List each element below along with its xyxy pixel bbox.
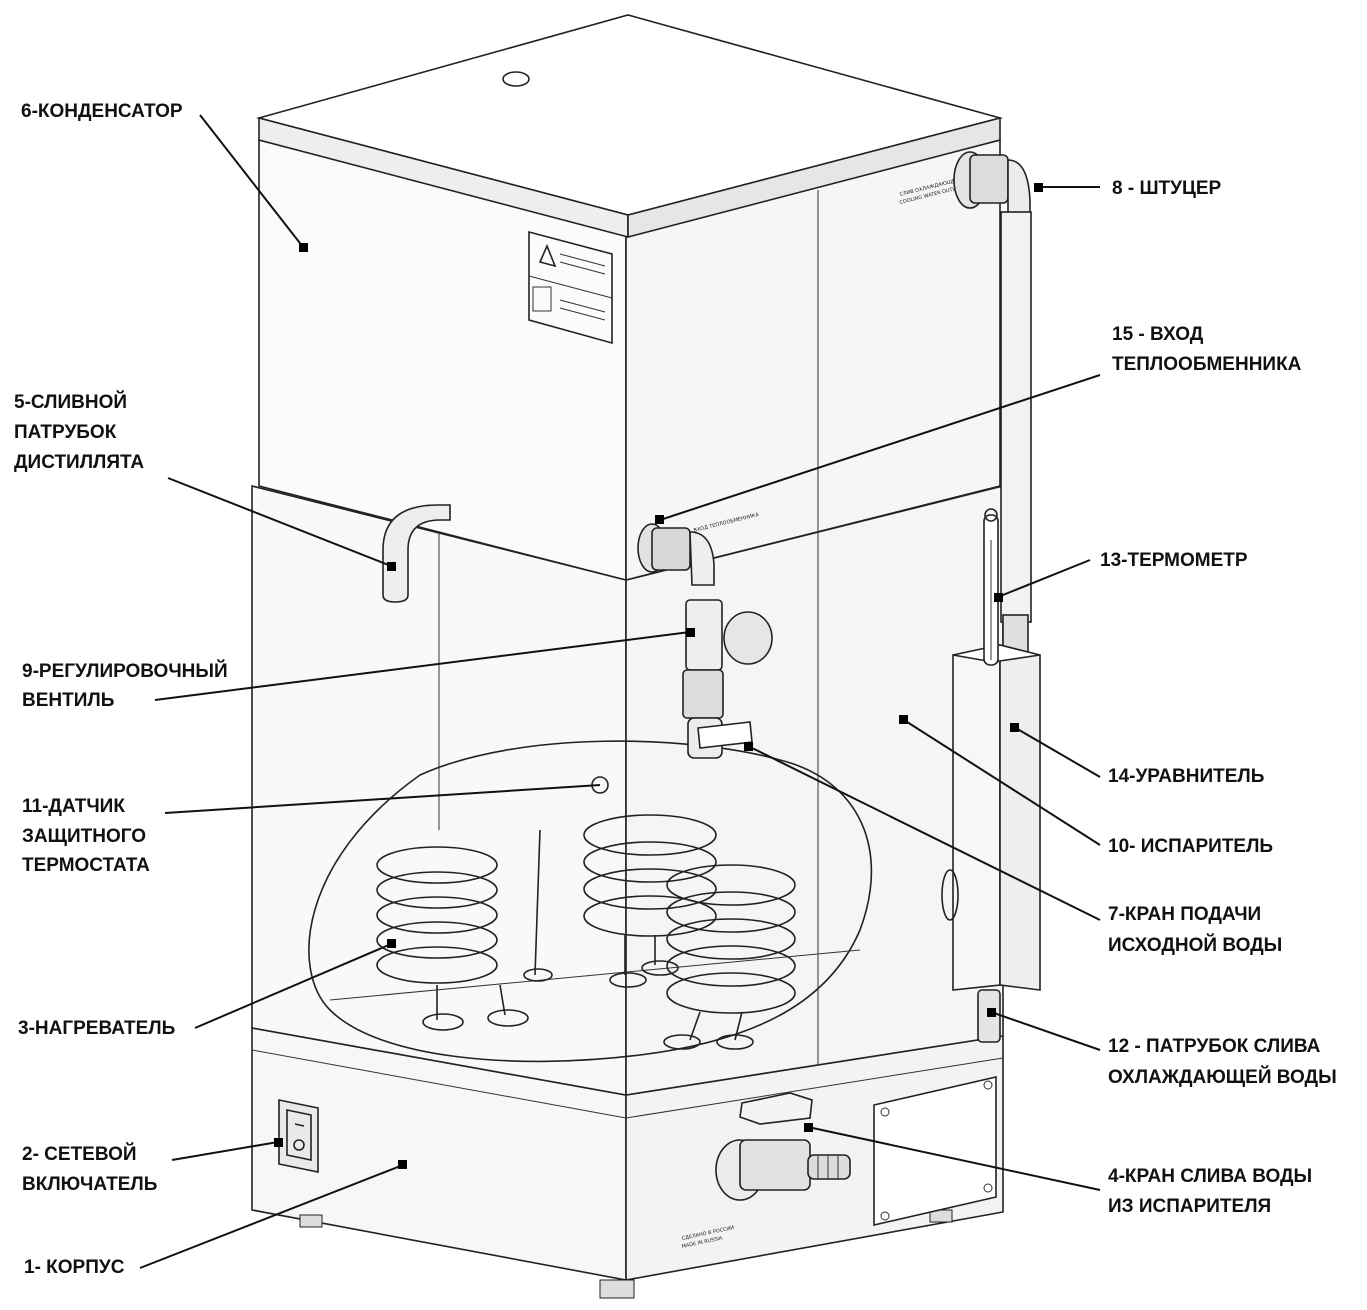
label-power-switch-1: 2- СЕТЕВОЙ bbox=[22, 1143, 137, 1165]
label-distillate-drain-2: ПАТРУБОК bbox=[14, 422, 117, 443]
cutaway-heaters bbox=[308, 740, 873, 1063]
label-heater: 3-НАГРЕВАТЕЛЬ bbox=[18, 1018, 175, 1039]
label-korpus: 1- КОРПУС bbox=[24, 1257, 125, 1278]
label-regulating-valve-1: 9-РЕГУЛИРОВОЧНЫЙ bbox=[22, 660, 228, 682]
drain-ball-valve bbox=[715, 1092, 851, 1201]
label-drain-valve-2: ИЗ ИСПАРИТЕЛЯ bbox=[1108, 1196, 1271, 1217]
label-power-switch-2: ВКЛЮЧАТЕЛЬ bbox=[22, 1174, 157, 1195]
label-equalizer: 14-УРАВНИТЕЛЬ bbox=[1108, 766, 1264, 787]
label-condenser: 6-КОНДЕНСАТОР bbox=[21, 101, 183, 122]
label-drain-valve-1: 4-КРАН СЛИВА ВОДЫ bbox=[1108, 1166, 1312, 1187]
label-cooling-drain-2: ОХЛАЖДАЮЩЕЙ ВОДЫ bbox=[1108, 1066, 1337, 1088]
label-feed-tap-2: ИСХОДНОЙ ВОДЫ bbox=[1108, 934, 1282, 956]
label-thermostat-sensor-1: 11-ДАТЧИК bbox=[22, 796, 125, 817]
condenser bbox=[255, 14, 1004, 582]
leader-lines bbox=[139, 114, 1101, 1269]
equalizer bbox=[941, 644, 1041, 1043]
power-switch bbox=[278, 1099, 319, 1173]
label-regulating-valve-2: ВЕНТИЛЬ bbox=[22, 690, 114, 711]
label-cooling-drain-1: 12 - ПАТРУБОК СЛИВА bbox=[1108, 1036, 1321, 1057]
label-fitting: 8 - ШТУЦЕР bbox=[1112, 178, 1222, 199]
thermometer bbox=[983, 508, 999, 666]
label-feed-tap-1: 7-КРАН ПОДАЧИ bbox=[1108, 904, 1261, 925]
label-thermostat-sensor-3: ТЕРМОСТАТА bbox=[22, 855, 150, 876]
label-thermostat-sensor-2: ЗАЩИТНОГО bbox=[22, 826, 146, 847]
evaporator-body bbox=[251, 484, 1004, 1096]
label-heat-exchanger-inlet-2: ТЕПЛООБМЕННИКА bbox=[1112, 354, 1302, 375]
label-distillate-drain-1: 5-СЛИВНОЙ bbox=[14, 391, 127, 413]
label-distillate-drain-3: ДИСТИЛЛЯТА bbox=[14, 452, 144, 473]
fitting-tube bbox=[953, 151, 1032, 656]
distillate-drain-pipe bbox=[382, 504, 451, 603]
device-illustration: СДЕЛАНО В РОССИИ MADE IN RUSSIA bbox=[251, 14, 1041, 1299]
label-thermometer: 13-ТЕРМОМЕТР bbox=[1100, 550, 1248, 571]
heat-exchanger-inlet bbox=[637, 523, 715, 586]
service-plate bbox=[873, 1075, 997, 1227]
label-heat-exchanger-inlet-1: 15 - ВХОД bbox=[1112, 324, 1204, 345]
callout-labels: 1- КОРПУС 2- СЕТЕВОЙ ВКЛЮЧАТЕЛЬ 3-НАГРЕВ… bbox=[14, 101, 1337, 1278]
marker-dots bbox=[274, 183, 1043, 1169]
label-evaporator: 10- ИСПАРИТЕЛЬ bbox=[1108, 836, 1273, 857]
